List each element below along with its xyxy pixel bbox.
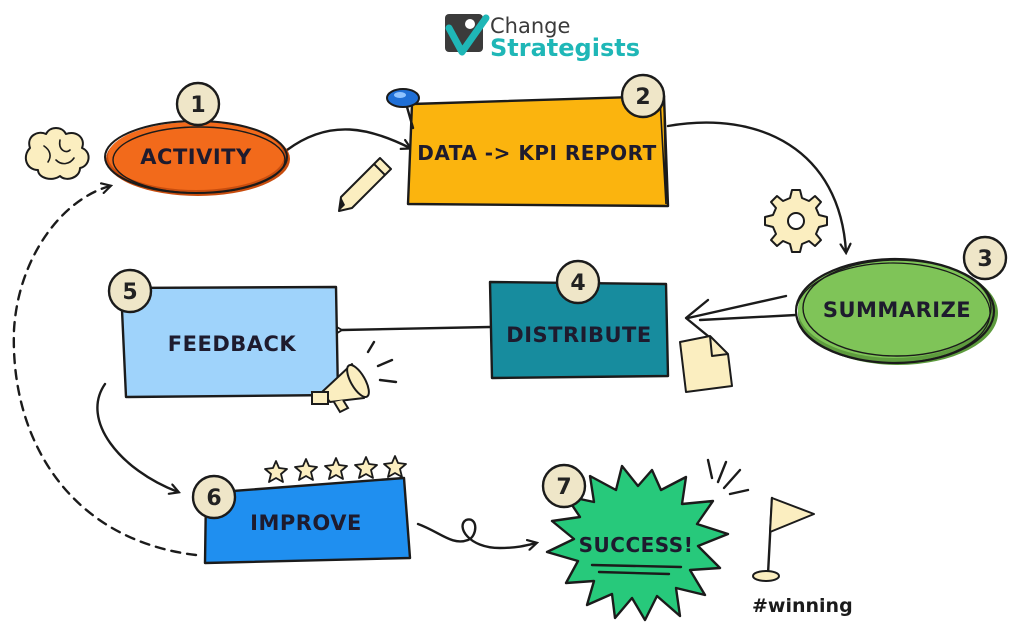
- connectors: [12, 121, 846, 557]
- step-shape: [203, 476, 412, 565]
- svg-text:2: 2: [635, 85, 650, 110]
- step-label: SUCCESS!: [579, 533, 694, 557]
- step-label: DISTRIBUTE: [506, 323, 651, 347]
- step-number-badge: 3: [962, 235, 1008, 281]
- step-label: DATA -> KPI REPORT: [417, 141, 657, 165]
- step-number-badge: 1: [175, 81, 221, 127]
- step-label: IMPROVE: [250, 511, 362, 535]
- pushpin-icon: [386, 88, 420, 130]
- burst-lines: [706, 458, 750, 496]
- arrow-distribute-to-feedback: [342, 327, 492, 330]
- brain-icon: [24, 127, 90, 180]
- svg-text:5: 5: [122, 280, 137, 305]
- step-shape: [488, 280, 670, 380]
- step-number-badge: 5: [107, 268, 153, 314]
- step-feedback: FEEDBACK: [119, 285, 340, 399]
- step-number-badge: 6: [191, 474, 237, 520]
- logo-mark-icon: [445, 14, 490, 56]
- step-shape: [406, 94, 670, 208]
- arrow-activity-to-report: [285, 128, 410, 152]
- step-activity: ACTIVITY: [104, 120, 290, 196]
- document-icon: [679, 335, 733, 393]
- step-number-badges: 1 2 3 4 5 6 7: [107, 73, 1008, 520]
- step-improve: IMPROVE: [203, 476, 412, 565]
- megaphone-icon: [311, 340, 398, 414]
- arrow-feedback-to-improve: [96, 382, 178, 492]
- step-summarize: SUMMARIZE: [794, 257, 998, 365]
- step-distribute: DISTRIBUTE: [488, 280, 670, 380]
- svg-text:7: 7: [556, 475, 571, 500]
- step-shape: [545, 464, 730, 622]
- flag-icon: [752, 496, 815, 582]
- svg-text:1: 1: [190, 93, 205, 118]
- arrow-summarize-to-distribute: [684, 294, 798, 338]
- pencil-icon: [338, 157, 392, 212]
- step-label: SUMMARIZE: [823, 298, 971, 322]
- step-shape: [798, 260, 990, 358]
- logo-text-bottom: Strategists: [490, 34, 640, 62]
- step-shape: [108, 122, 284, 190]
- brand-logo: Change Strategists: [445, 14, 640, 62]
- step-number-badge: 7: [541, 463, 587, 509]
- logo-text-top: Change: [490, 14, 570, 38]
- svg-text:6: 6: [206, 486, 221, 511]
- step-number-badge: 4: [555, 259, 601, 305]
- stars-icon: [264, 455, 407, 483]
- gear-icon: [764, 189, 828, 253]
- arrow-improve-to-success: [416, 518, 536, 548]
- step-label: FEEDBACK: [168, 332, 297, 356]
- step-number-badge: 2: [620, 73, 666, 119]
- step-success: SUCCESS!: [545, 464, 730, 622]
- step-kpi-report: DATA -> KPI REPORT: [406, 94, 670, 208]
- svg-text:4: 4: [570, 271, 585, 296]
- arrow-report-to-summarize: [666, 121, 846, 252]
- arrow-improve-to-activity-loop: [12, 186, 198, 557]
- step-label: ACTIVITY: [140, 145, 252, 169]
- svg-text:3: 3: [977, 247, 992, 272]
- hashtag-text: #winning: [752, 595, 853, 617]
